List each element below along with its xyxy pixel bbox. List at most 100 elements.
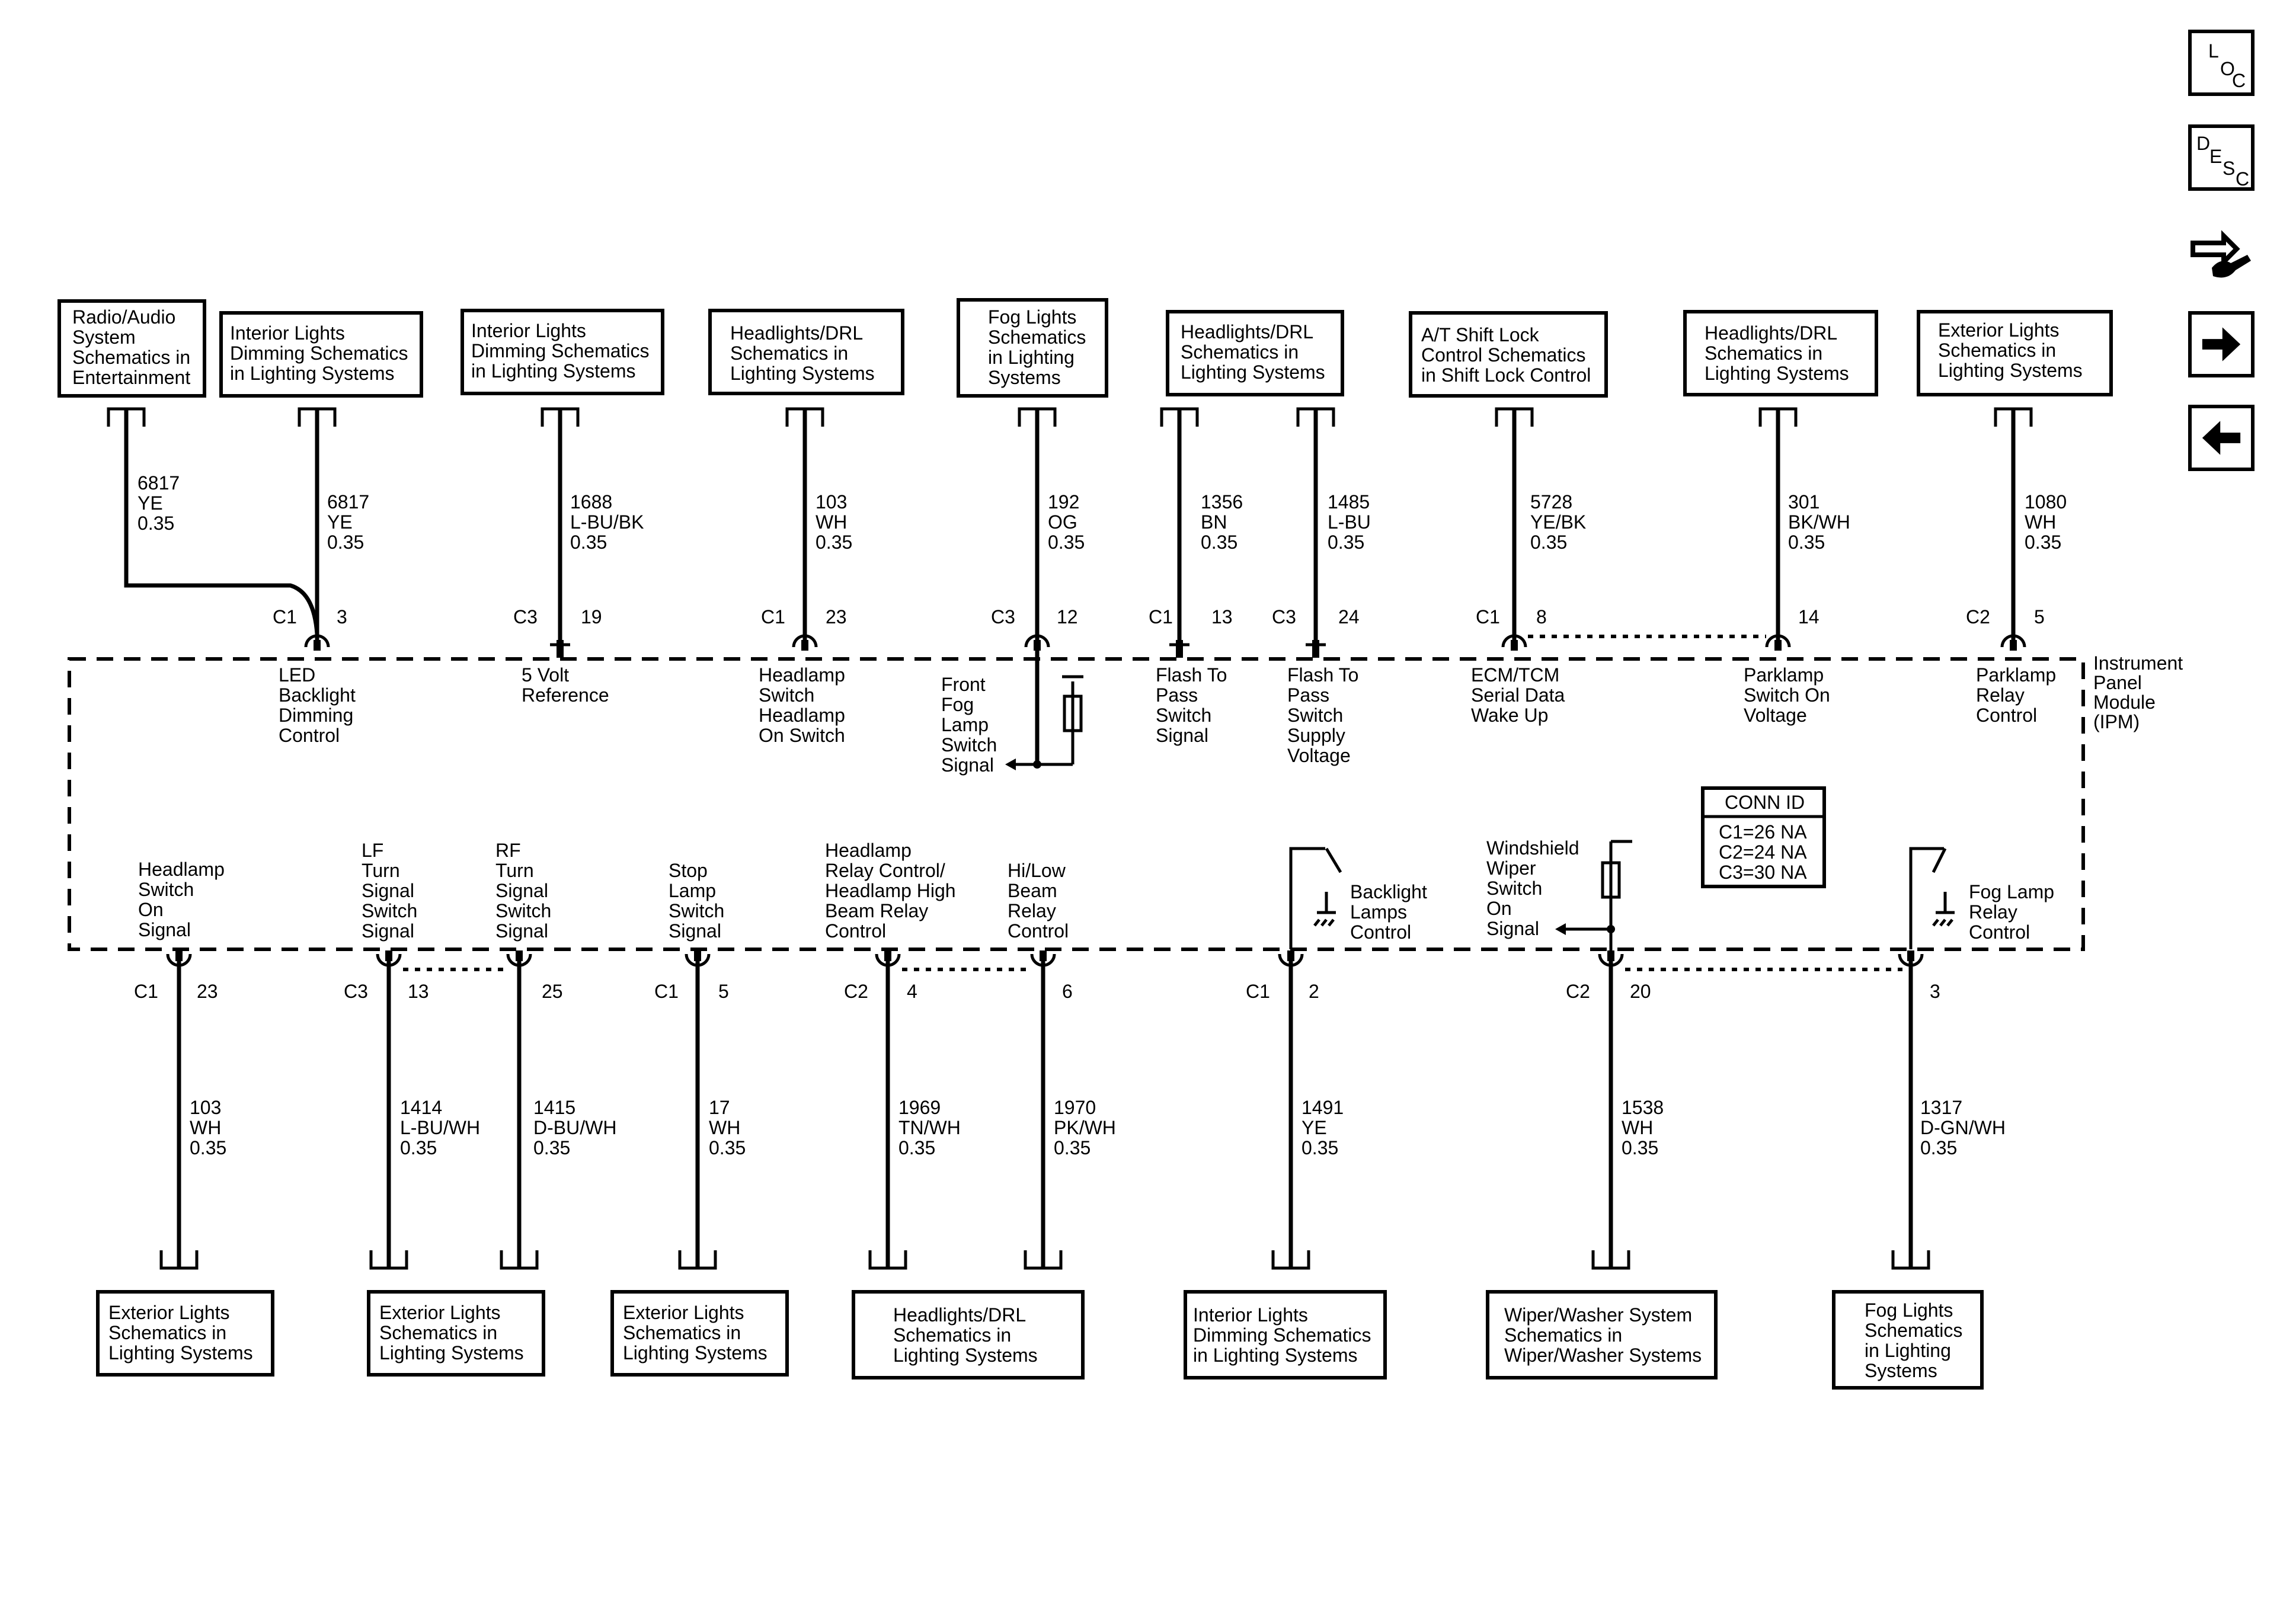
svg-text:C3: C3 [991, 606, 1015, 628]
svg-text:Headlights/DRL: Headlights/DRL [893, 1304, 1026, 1326]
desc-letter-s: S [2223, 158, 2236, 179]
top-box-radio[interactable]: Radio/Audio System Schematics in Enterta… [57, 299, 206, 398]
svg-text:Signal: Signal [495, 920, 548, 942]
svg-text:Flash To: Flash To [1156, 664, 1227, 686]
svg-text:3: 3 [337, 606, 347, 628]
svg-text:Schematics in: Schematics in [379, 1322, 497, 1343]
bottom-box-headlights[interactable]: Headlights/DRL Schematics in Lighting Sy… [852, 1290, 1085, 1379]
svg-text:Lighting Systems: Lighting Systems [1938, 360, 2083, 381]
svg-text:On Switch: On Switch [759, 725, 845, 746]
svg-text:Signal: Signal [1156, 725, 1208, 746]
top-box-fog-lights[interactable]: Fog Lights Schematics in Lighting System… [957, 298, 1108, 398]
svg-text:WH: WH [709, 1117, 740, 1138]
bottom-box-wiper-washer[interactable]: Wiper/Washer System Schematics in Wiper/… [1486, 1290, 1718, 1379]
svg-text:WH: WH [816, 511, 847, 533]
bottom-box-exterior-lights-3[interactable]: Exterior Lights Schematics in Lighting S… [610, 1290, 789, 1377]
svg-text:Headlamp High: Headlamp High [825, 880, 956, 901]
next-page-button[interactable] [2188, 311, 2255, 377]
svg-text:in Lighting: in Lighting [988, 347, 1075, 368]
svg-text:C3: C3 [1272, 606, 1296, 628]
top-box-interior-lights-1[interactable]: Interior Lights Dimming Schematics in Li… [219, 311, 423, 398]
svg-text:Interior Lights: Interior Lights [230, 322, 345, 344]
svg-text:Front: Front [941, 674, 986, 695]
svg-text:Dimming Schematics: Dimming Schematics [1193, 1324, 1371, 1346]
previous-page-button[interactable] [2188, 405, 2255, 471]
svg-text:C1=26 NA: C1=26 NA [1719, 821, 1807, 843]
top-circuit-fog-switch: 192 OG 0.35 C3 12 Front Fog Lamp Switch … [941, 409, 1085, 776]
svg-text:Control Schematics: Control Schematics [1421, 344, 1585, 366]
bottom-box-interior-lights[interactable]: Interior Lights Dimming Schematics in Li… [1184, 1290, 1387, 1379]
svg-text:C2=24 NA: C2=24 NA [1719, 841, 1807, 863]
svg-text:Lamp: Lamp [669, 880, 716, 901]
top-box-shift-lock[interactable]: A/T Shift Lock Control Schematics in Shi… [1409, 311, 1608, 398]
svg-text:Lamps: Lamps [1350, 901, 1407, 923]
svg-text:Control: Control [1350, 921, 1411, 943]
svg-text:Schematics in: Schematics in [108, 1322, 226, 1343]
svg-text:LED: LED [279, 664, 315, 686]
description-view-button[interactable]: D E S C [2188, 124, 2255, 191]
svg-text:Turn: Turn [495, 860, 534, 881]
svg-text:Lighting Systems: Lighting Systems [893, 1345, 1038, 1366]
svg-text:Schematics in: Schematics in [730, 343, 848, 364]
svg-text:Wake Up: Wake Up [1471, 705, 1548, 726]
svg-text:Relay: Relay [1008, 900, 1056, 921]
svg-text:1414: 1414 [400, 1097, 442, 1118]
bottom-circuit-wiper-switch: Windshield Wiper Switch On Signal C2 20 … [1486, 837, 1902, 1268]
svg-text:Schematics in: Schematics in [72, 347, 190, 368]
svg-text:5728: 5728 [1530, 491, 1572, 513]
svg-text:Control: Control [1976, 705, 2037, 726]
svg-text:RF: RF [495, 840, 521, 861]
arrow-left-icon [2202, 421, 2241, 455]
svg-text:0.35: 0.35 [533, 1137, 570, 1158]
svg-text:System: System [72, 327, 136, 348]
svg-text:5: 5 [2034, 606, 2045, 628]
svg-text:6: 6 [1062, 981, 1073, 1002]
bottom-box-exterior-lights-2[interactable]: Exterior Lights Schematics in Lighting S… [367, 1290, 545, 1377]
svg-text:13: 13 [1211, 606, 1233, 628]
bottom-box-exterior-lights-1[interactable]: Exterior Lights Schematics in Lighting S… [96, 1290, 274, 1377]
svg-text:0.35: 0.35 [1048, 532, 1085, 553]
svg-text:Module: Module [2093, 692, 2156, 713]
svg-text:Fog Lights: Fog Lights [1865, 1299, 1953, 1321]
svg-text:Switch: Switch [1287, 705, 1343, 726]
top-box-headlights-1[interactable]: Headlights/DRL Schematics in Lighting Sy… [708, 309, 904, 395]
svg-text:On: On [1486, 898, 1512, 919]
bottom-circuit-headlamp-relay: Headlamp Relay Control/ Headlamp High Be… [825, 840, 1029, 1268]
svg-text:Signal: Signal [138, 919, 191, 940]
svg-text:0.35: 0.35 [1622, 1137, 1658, 1158]
svg-text:Switch: Switch [495, 900, 551, 921]
svg-text:1970: 1970 [1054, 1097, 1096, 1118]
top-circuit-headlamp-switch: 103 WH 0.35 C1 23 Headlamp Switch Headla… [759, 409, 852, 746]
bottom-box-fog-lights[interactable]: Fog Lights Schematics in Lighting System… [1832, 1290, 1984, 1390]
svg-text:1538: 1538 [1622, 1097, 1664, 1118]
svg-text:BN: BN [1201, 511, 1227, 533]
connector-end-view-icon[interactable] [2188, 219, 2255, 286]
location-view-button[interactable]: L O C [2188, 30, 2255, 96]
svg-text:Dimming Schematics: Dimming Schematics [471, 340, 650, 361]
svg-text:Headlamp: Headlamp [759, 705, 845, 726]
svg-text:C1: C1 [1246, 981, 1270, 1002]
conn-id-table: CONN ID C1=26 NA C2=24 NA C3=30 NA [1701, 786, 1826, 888]
svg-text:in Shift Lock Control: in Shift Lock Control [1421, 364, 1591, 386]
svg-text:YE: YE [327, 511, 353, 533]
connector-plug-icon [2191, 230, 2251, 278]
top-box-headlights-3[interactable]: Headlights/DRL Schematics in Lighting Sy… [1683, 310, 1878, 396]
svg-text:192: 192 [1048, 491, 1079, 513]
svg-text:1688: 1688 [570, 491, 612, 513]
svg-text:Exterior Lights: Exterior Lights [1938, 319, 2060, 341]
top-box-headlights-2[interactable]: Headlights/DRL Schematics in Lighting Sy… [1166, 310, 1344, 396]
top-box-interior-lights-2[interactable]: Interior Lights Dimming Schematics in Li… [461, 309, 664, 395]
svg-text:12: 12 [1057, 606, 1078, 628]
svg-text:Interior Lights: Interior Lights [471, 320, 586, 341]
top-box-exterior-lights[interactable]: Exterior Lights Schematics in Lighting S… [1917, 310, 2113, 396]
svg-text:0.35: 0.35 [1201, 532, 1237, 553]
svg-text:YE/BK: YE/BK [1530, 511, 1586, 533]
svg-text:20: 20 [1630, 981, 1651, 1002]
svg-text:Pass: Pass [1156, 684, 1198, 706]
svg-text:Beam: Beam [1008, 880, 1057, 901]
svg-text:Schematics in: Schematics in [1938, 340, 2056, 361]
svg-text:Control: Control [279, 725, 340, 746]
svg-text:LF: LF [362, 840, 383, 861]
svg-text:Backlight: Backlight [1350, 881, 1427, 902]
